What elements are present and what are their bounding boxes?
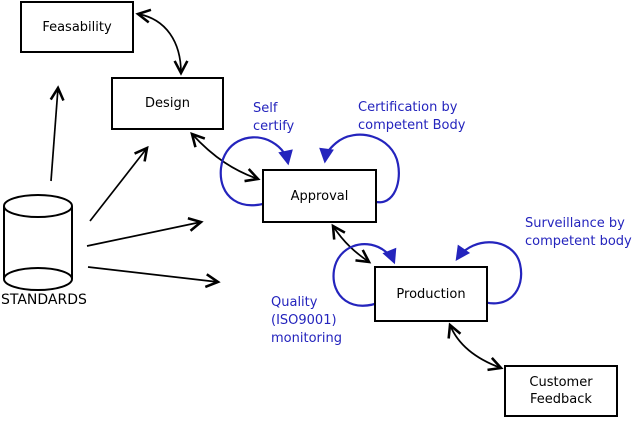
loop-quality-monitoring bbox=[332, 243, 397, 307]
annotation-self-certify: Self certify bbox=[253, 100, 294, 135]
loop-self-certify bbox=[219, 136, 293, 207]
annotation-self-certify-line2: certify bbox=[253, 118, 295, 134]
node-feasability-label: Feasability bbox=[42, 19, 112, 35]
node-design-label: Design bbox=[145, 96, 190, 111]
annotation-quality-monitoring-line1: Quality bbox=[271, 295, 318, 310]
annotation-self-certify-line1: Self bbox=[253, 101, 278, 116]
annotation-surveillance-line1: Surveillance by bbox=[525, 216, 625, 231]
arrow-standards-feasability bbox=[49, 85, 65, 182]
arrow-standards-production bbox=[87, 266, 221, 289]
node-approval: Approval bbox=[262, 169, 377, 223]
standards-label: STANDARDS bbox=[1, 292, 87, 308]
annotation-quality-monitoring-line2: (ISO9001) bbox=[271, 313, 337, 328]
annotation-certification-line1: Certification by bbox=[358, 100, 458, 115]
node-customer-feedback-label-line1: Customer bbox=[529, 375, 593, 390]
node-production: Production bbox=[374, 266, 488, 322]
node-customer-feedback-label-line2: Feedback bbox=[530, 392, 592, 407]
arrow-design-approval bbox=[190, 131, 261, 183]
node-approval-label: Approval bbox=[290, 188, 349, 204]
arrow-production-customer-feedback bbox=[447, 322, 504, 372]
loop-surveillance bbox=[455, 241, 523, 305]
annotation-certification-line2: competent Body bbox=[358, 117, 466, 133]
arrow-feasability-design bbox=[135, 8, 189, 76]
arrow-standards-approval bbox=[86, 217, 204, 247]
node-design: Design bbox=[111, 77, 224, 130]
arrow-standards-design bbox=[89, 145, 149, 222]
annotation-quality-monitoring: Quality (ISO9001) monitoring bbox=[271, 294, 342, 348]
loop-certification bbox=[319, 133, 400, 204]
annotation-certification: Certification by competent Body bbox=[358, 99, 465, 134]
standards-cylinder bbox=[3, 194, 73, 291]
annotation-quality-monitoring-line3: monitoring bbox=[271, 331, 342, 346]
node-feasability: Feasability bbox=[20, 1, 134, 53]
node-production-label: Production bbox=[396, 286, 466, 302]
annotation-surveillance-line2: competent body bbox=[525, 233, 632, 249]
node-customer-feedback: Customer Feedback bbox=[504, 365, 618, 417]
annotation-surveillance: Surveillance by competent body bbox=[525, 215, 632, 250]
